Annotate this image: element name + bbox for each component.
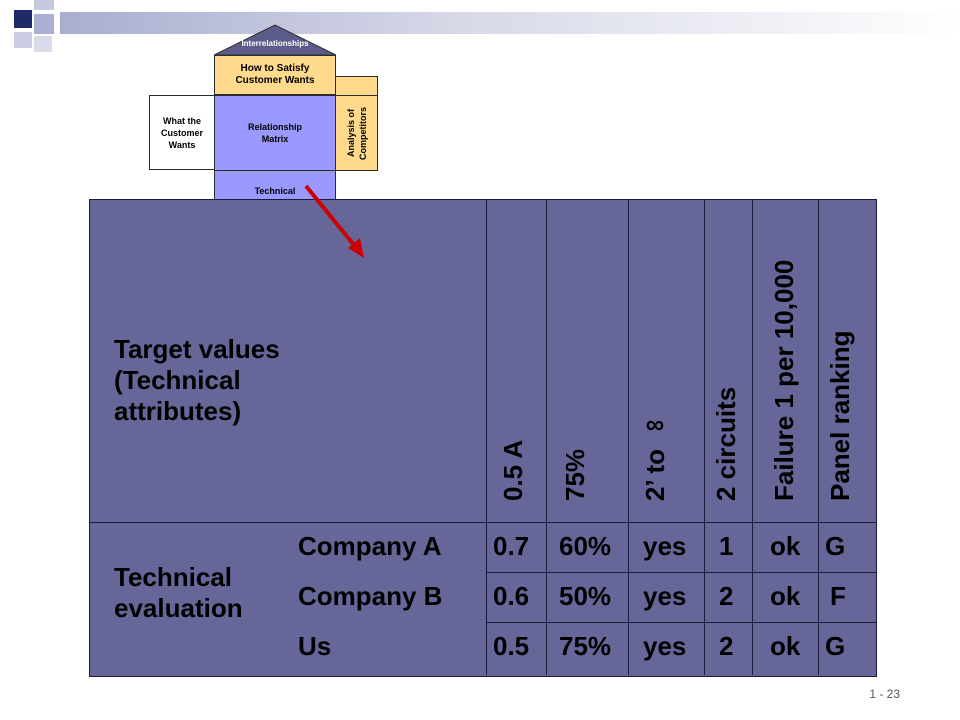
column-divider — [752, 200, 753, 675]
decor-square-light — [14, 32, 32, 48]
company-name: Company B — [298, 581, 443, 611]
row-divider — [486, 572, 876, 573]
hq-competitors-top — [335, 76, 378, 96]
decor-square-light — [34, 0, 54, 10]
hq-what-customer-wants: What the Customer Wants — [149, 95, 215, 170]
row-divider — [90, 522, 876, 523]
eval-value: 0.6 — [493, 581, 530, 611]
eval-value: ok — [770, 581, 801, 611]
page-number: 1 - 23 — [869, 687, 900, 701]
eval-value: 0.5 — [493, 631, 530, 661]
eval-value: 0.7 — [493, 531, 530, 561]
hq-analysis-label: Analysis of Competitors — [345, 106, 368, 160]
eval-value: G — [825, 531, 846, 561]
eval-value: 1 — [719, 531, 734, 561]
eval-value: ok — [770, 531, 801, 561]
hq-interrelationships-label: Interrelationships — [241, 39, 309, 48]
row-divider — [486, 622, 876, 623]
column-divider — [628, 200, 629, 675]
header-bar — [60, 12, 960, 34]
decor-square-light — [34, 14, 54, 34]
column-divider — [704, 200, 705, 675]
eval-value: 60% — [559, 531, 612, 561]
hq-relationship-matrix: Relationship Matrix — [214, 95, 336, 171]
hq-technical-attributes: Technical — [214, 170, 336, 202]
column-divider — [486, 200, 487, 675]
eval-value: 50% — [559, 581, 612, 611]
target-value: Panel ranking — [825, 330, 855, 502]
eval-value: 2 — [719, 581, 734, 611]
target-value: 2’ to ∞ — [640, 411, 670, 501]
hq-how-label: How to Satisfy Customer Wants — [235, 63, 315, 86]
eval-value: 75% — [559, 631, 612, 661]
hq-matrix-label: Relationship Matrix — [247, 122, 302, 144]
red-arrow-icon — [304, 184, 364, 258]
eval-value: 2 — [719, 631, 734, 661]
target-value: 75% — [560, 448, 590, 501]
eval-value: ok — [770, 631, 801, 661]
hq-technical-label: Technical — [254, 186, 296, 196]
target-values-table: Target values (Technical attributes) 0.5… — [89, 199, 877, 677]
target-value: Failure 1 per 10,000 — [769, 259, 799, 501]
column-divider — [818, 200, 819, 675]
hq-analysis-competitors: Analysis of Competitors — [335, 95, 378, 171]
eval-value: G — [825, 631, 846, 661]
eval-value: F — [830, 581, 846, 611]
hq-what-label: What the Customer Wants — [160, 115, 203, 150]
target-value: 2 circuits — [711, 386, 741, 501]
target-values-label: Target values (Technical attributes) — [114, 334, 280, 426]
company-name: Company A — [298, 531, 442, 561]
eval-value: yes — [643, 631, 687, 661]
company-name: Us — [298, 631, 332, 661]
hq-how-to-satisfy: How to Satisfy Customer Wants — [214, 55, 336, 95]
eval-value: yes — [643, 581, 687, 611]
target-value: 0.5 A — [498, 439, 528, 501]
decor-square-navy — [14, 10, 32, 28]
technical-evaluation-label: Technical evaluation — [114, 562, 243, 623]
column-divider — [546, 200, 547, 675]
decor-square-light — [34, 36, 52, 52]
eval-value: yes — [643, 531, 687, 561]
